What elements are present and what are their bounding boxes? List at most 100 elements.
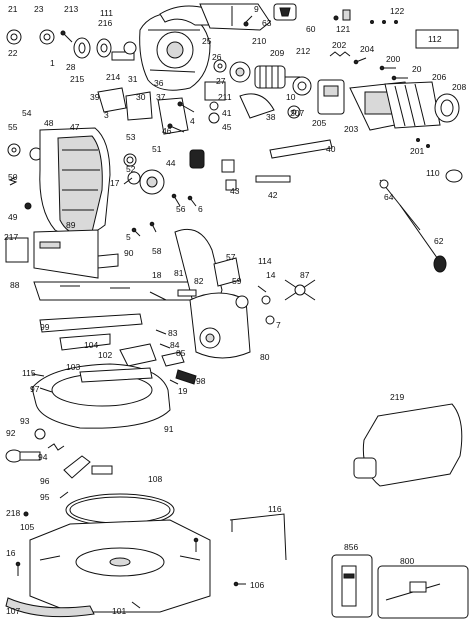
part-handle-98 — [175, 369, 197, 385]
part-motor-housing-206 — [384, 81, 441, 129]
label-214: 214 — [106, 72, 120, 82]
label-92: 92 — [6, 428, 16, 438]
part-screw-97 — [39, 387, 53, 393]
label-110: 110 — [426, 168, 440, 178]
part-column-80 — [189, 292, 251, 359]
part-pin-18 — [149, 291, 167, 301]
part-washer-41 — [209, 101, 219, 111]
part-rail-99 — [39, 313, 143, 333]
part-pin-19 — [169, 379, 179, 385]
part-washer-22 — [6, 29, 22, 45]
part-bushing-43 — [221, 159, 237, 191]
part-cover-38 — [239, 93, 275, 119]
part-label-112 — [415, 29, 459, 49]
part-collar-52 — [127, 171, 141, 185]
label-90: 90 — [124, 248, 134, 258]
label-88: 88 — [10, 280, 20, 290]
part-screw-1 — [60, 30, 73, 43]
label-48: 48 — [44, 118, 54, 128]
label-104: 104 — [84, 340, 98, 350]
part-washer-55 — [7, 143, 21, 157]
part-screw-6 — [187, 195, 197, 207]
label-54: 54 — [22, 108, 32, 118]
part-pin-42 — [255, 175, 291, 183]
part-spring-50 — [8, 176, 18, 186]
part-plate-30 — [125, 91, 153, 121]
part-small-parts-121 — [333, 9, 351, 21]
label-16: 16 — [6, 548, 16, 558]
label-106: 106 — [250, 580, 264, 590]
label-20: 20 — [412, 64, 422, 74]
part-bracket-211 — [204, 81, 226, 101]
part-screw-84 — [159, 343, 171, 349]
label-43: 43 — [230, 186, 240, 196]
part-end-cap-208 — [434, 93, 460, 123]
label-81: 81 — [174, 268, 184, 278]
label-53: 53 — [126, 132, 136, 142]
part-scale-107 — [5, 597, 95, 618]
callout-labels: 21 23 213 111 216 9 63 60 121 122 22 1 2… — [4, 4, 466, 616]
part-screw-9 — [243, 15, 253, 27]
label-115: 115 — [22, 368, 36, 378]
label-96: 96 — [40, 476, 50, 486]
part-brush-holder-205 — [317, 79, 345, 115]
label-99: 99 — [40, 322, 50, 332]
part-screw-56 — [171, 193, 181, 207]
part-screw-20 — [391, 75, 408, 81]
label-22: 22 — [8, 48, 18, 58]
label-208: 208 — [452, 82, 466, 92]
label-4: 4 — [190, 116, 195, 126]
label-93: 93 — [20, 416, 30, 426]
part-screw-4 — [177, 101, 195, 113]
part-label-217 — [5, 237, 29, 263]
part-pointer-102 — [119, 343, 157, 367]
part-lever-85 — [161, 351, 185, 367]
label-211: 211 — [218, 92, 232, 102]
part-shaft-214 — [111, 41, 137, 61]
label-17: 17 — [110, 178, 120, 188]
part-bearing-216 — [96, 38, 112, 58]
label-98: 98 — [196, 376, 206, 386]
label-216: 216 — [98, 18, 112, 28]
part-clamp-90 — [97, 253, 119, 269]
label-94: 94 — [38, 452, 48, 462]
part-hold-down-116 — [229, 513, 287, 561]
label-202: 202 — [332, 40, 346, 50]
label-101: 101 — [112, 606, 126, 616]
part-turntable-91 — [31, 363, 171, 429]
part-base-105 — [29, 519, 211, 613]
label-80: 80 — [260, 352, 270, 362]
label-64: 64 — [384, 192, 394, 202]
label-111: 111 — [100, 8, 113, 18]
part-knob-87 — [284, 279, 316, 301]
part-bar-40 — [269, 139, 333, 159]
part-knob-44 — [189, 149, 205, 169]
label-57: 57 — [226, 252, 236, 262]
part-screws-122 — [370, 20, 398, 24]
label-108: 108 — [148, 474, 162, 484]
label-87: 87 — [300, 270, 310, 280]
label-203: 203 — [344, 124, 358, 134]
label-200: 200 — [386, 54, 400, 64]
label-44: 44 — [166, 158, 176, 168]
part-knob-92 — [5, 449, 41, 463]
part-screw-58 — [149, 221, 157, 233]
label-26: 26 — [212, 52, 222, 62]
label-210: 210 — [252, 36, 266, 46]
label-23: 23 — [34, 4, 44, 14]
label-856: 856 — [344, 542, 358, 552]
label-18: 18 — [152, 270, 162, 280]
label-47: 47 — [70, 122, 80, 132]
part-screw-200 — [379, 65, 396, 71]
part-screw-95 — [59, 491, 69, 499]
label-10: 10 — [286, 92, 296, 102]
label-19: 19 — [178, 386, 188, 396]
part-screw-46 — [167, 123, 185, 133]
label-215: 215 — [70, 74, 84, 84]
part-switch-63 — [273, 3, 297, 21]
part-screw-218 — [23, 511, 29, 517]
label-42: 42 — [268, 190, 278, 200]
label-27: 27 — [216, 76, 226, 86]
part-spring-202 — [329, 51, 351, 57]
label-207: 207 — [290, 108, 304, 118]
